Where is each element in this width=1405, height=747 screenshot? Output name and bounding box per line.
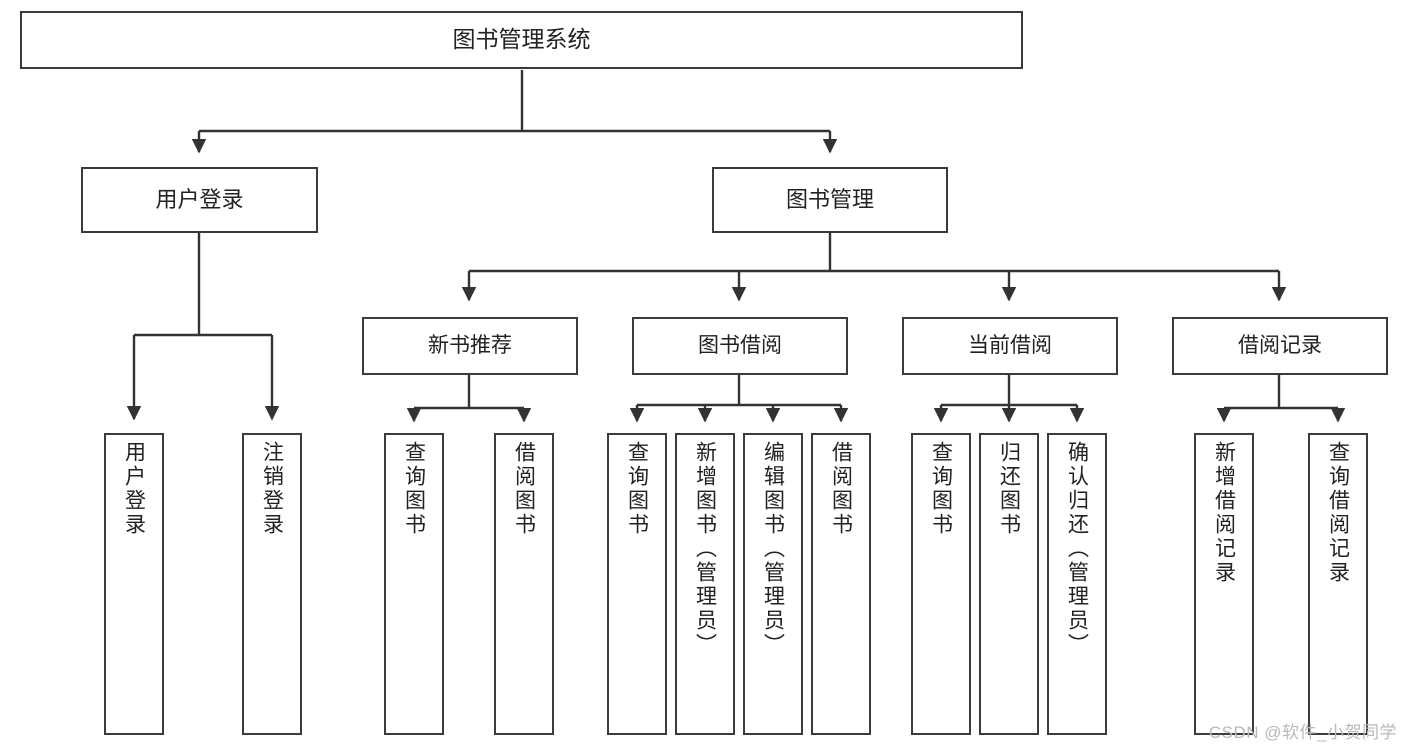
node-current-borrow[interactable]: 当前借阅 (902, 317, 1118, 375)
node-leaf-edit-book-admin[interactable]: 编辑图书（管理员） (743, 433, 803, 735)
node-root[interactable]: 图书管理系统 (20, 11, 1023, 69)
node-leaf-query-book-1[interactable]: 查询图书 (384, 433, 444, 735)
node-leaf-logout-login[interactable]: 注销登录 (242, 433, 302, 735)
node-leaf-query-borrow-record[interactable]: 查询借阅记录 (1308, 433, 1368, 735)
node-book-management-label: 图书管理 (785, 186, 874, 212)
node-leaf-add-book-admin[interactable]: 新增图书（管理员） (675, 433, 735, 735)
node-leaf-query-book-3[interactable]: 查询图书 (911, 433, 971, 735)
node-leaf-query-book-1-label: 查询图书 (402, 441, 426, 537)
node-user-login-label: 用户登录 (155, 186, 244, 212)
node-leaf-confirm-return-admin-label: 确认归还（管理员） (1065, 441, 1089, 657)
node-leaf-query-book-2[interactable]: 查询图书 (607, 433, 667, 735)
node-leaf-add-book-admin-label: 新增图书（管理员） (693, 441, 717, 657)
node-leaf-borrow-book-1-label: 借阅图书 (512, 441, 536, 537)
node-book-management[interactable]: 图书管理 (712, 167, 948, 233)
node-leaf-logout-login-label: 注销登录 (260, 441, 284, 537)
node-leaf-user-login[interactable]: 用户登录 (104, 433, 164, 735)
node-leaf-query-borrow-record-label: 查询借阅记录 (1326, 441, 1350, 585)
node-new-book-recommend-label: 新书推荐 (428, 334, 512, 358)
node-new-book-recommend[interactable]: 新书推荐 (362, 317, 578, 375)
node-borrow-record-label: 借阅记录 (1238, 334, 1322, 358)
node-leaf-query-book-2-label: 查询图书 (625, 441, 649, 537)
node-leaf-borrow-book-2-label: 借阅图书 (829, 441, 853, 537)
node-leaf-add-borrow-record[interactable]: 新增借阅记录 (1194, 433, 1254, 735)
node-leaf-confirm-return-admin[interactable]: 确认归还（管理员） (1047, 433, 1107, 735)
node-leaf-borrow-book-1[interactable]: 借阅图书 (494, 433, 554, 735)
node-borrow-record[interactable]: 借阅记录 (1172, 317, 1388, 375)
node-leaf-user-login-label: 用户登录 (122, 441, 146, 537)
node-leaf-borrow-book-2[interactable]: 借阅图书 (811, 433, 871, 735)
node-book-borrow-label: 图书借阅 (698, 334, 782, 358)
node-current-borrow-label: 当前借阅 (968, 334, 1052, 358)
csdn-watermark: CSDN @软件_小贺同学 (1208, 723, 1397, 742)
node-leaf-return-book[interactable]: 归还图书 (979, 433, 1039, 735)
node-book-borrow[interactable]: 图书借阅 (632, 317, 848, 375)
node-leaf-return-book-label: 归还图书 (997, 441, 1021, 537)
node-user-login[interactable]: 用户登录 (81, 167, 318, 233)
node-leaf-query-book-3-label: 查询图书 (929, 441, 953, 537)
node-leaf-edit-book-admin-label: 编辑图书（管理员） (761, 441, 785, 657)
node-root-label: 图书管理系统 (452, 26, 591, 53)
node-leaf-add-borrow-record-label: 新增借阅记录 (1212, 441, 1236, 585)
